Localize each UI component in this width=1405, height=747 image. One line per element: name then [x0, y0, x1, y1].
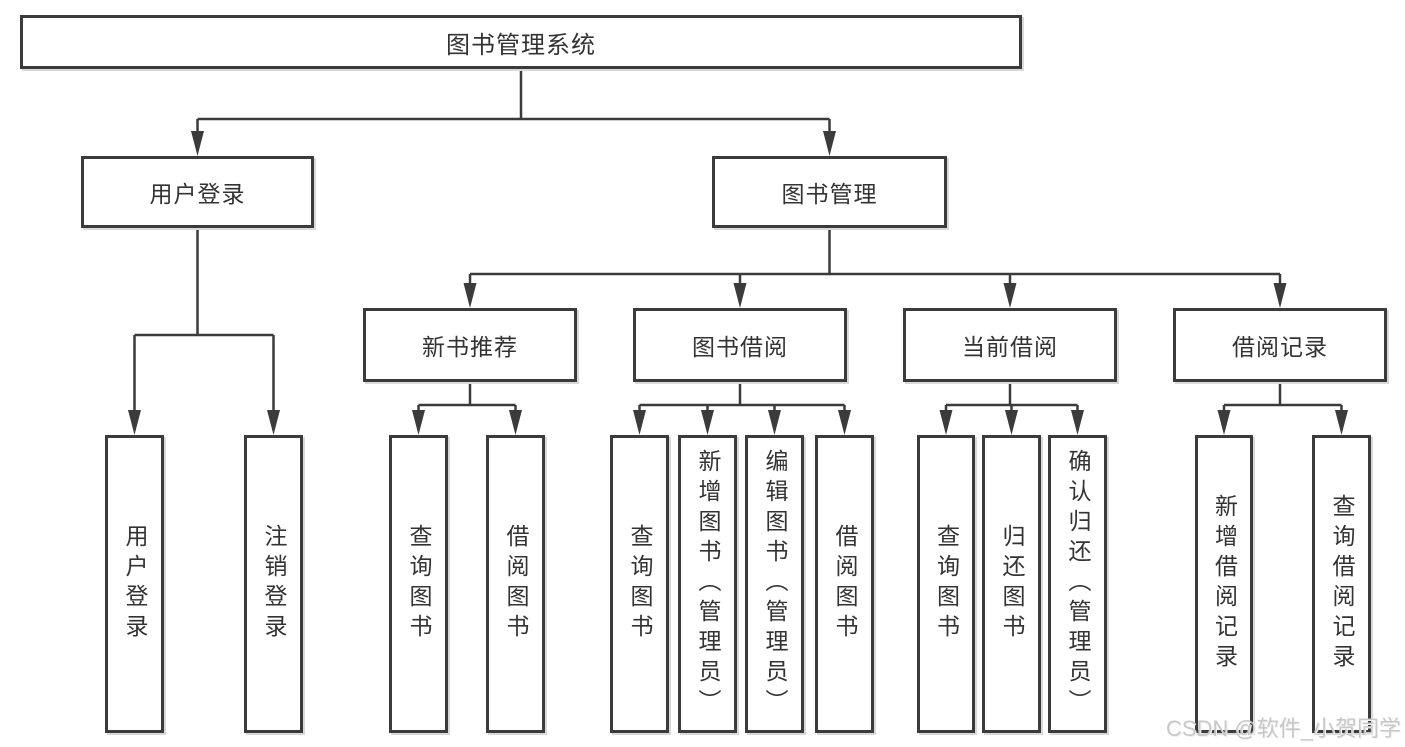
leaf-confirm-return-admin: 确认归还（管理员）: [1048, 435, 1107, 733]
leaf-logout: 注销登录: [244, 435, 303, 733]
node-root-system: 图书管理系统: [20, 15, 1022, 69]
node-root-label: 图书管理系统: [446, 31, 596, 59]
leaf-return-books-label: 归还图书: [999, 524, 1025, 644]
leaf-current-query-books: 查询图书: [917, 435, 975, 733]
leaf-current-query-books-label: 查询图书: [933, 524, 960, 644]
leaf-add-borrow-record: 新增借阅记录: [1195, 435, 1253, 733]
node-user-login: 用户登录: [81, 156, 314, 228]
leaf-borrow-query-books-label: 查询图书: [627, 524, 653, 644]
leaf-add-books-admin: 新增图书（管理员）: [678, 435, 737, 733]
leaf-logout-label: 注销登录: [261, 524, 287, 644]
leaf-borrow-books-label: 借阅图书: [832, 524, 858, 644]
arrowheads: [128, 131, 1348, 435]
leaf-recommend-borrow-books-label: 借阅图书: [503, 524, 529, 644]
leaf-confirm-return-admin-label: 确认归还（管理员）: [1065, 449, 1091, 719]
node-current-borrow: 当前借阅: [903, 308, 1117, 382]
leaf-query-borrow-record: 查询借阅记录: [1312, 435, 1371, 733]
node-new-book-recommend: 新书推荐: [363, 308, 577, 382]
node-user-login-label: 用户登录: [149, 181, 246, 207]
node-current-borrow-label: 当前借阅: [962, 334, 1058, 360]
leaf-edit-books-admin-label: 编辑图书（管理员）: [762, 449, 788, 719]
node-new-book-recommend-label: 新书推荐: [422, 334, 518, 360]
leaf-borrow-query-books: 查询图书: [610, 435, 669, 733]
leaf-edit-books-admin: 编辑图书（管理员）: [745, 435, 804, 733]
leaf-user-login-label: 用户登录: [122, 524, 148, 644]
leaf-query-borrow-record-label: 查询借阅记录: [1329, 494, 1355, 674]
leaf-recommend-borrow-books: 借阅图书: [486, 435, 545, 733]
node-borrow-records-label: 借阅记录: [1232, 334, 1328, 360]
leaf-return-books: 归还图书: [982, 435, 1041, 733]
node-book-borrow-label: 图书借阅: [692, 334, 788, 360]
node-borrow-records: 借阅记录: [1173, 308, 1387, 382]
leaf-recommend-query-books: 查询图书: [389, 435, 448, 733]
node-book-borrow: 图书借阅: [633, 308, 847, 382]
csdn-watermark: CSDN @软件_小贺同学: [1165, 716, 1401, 741]
node-book-management-label: 图书管理: [781, 181, 878, 207]
leaf-add-books-admin-label: 新增图书（管理员）: [695, 449, 721, 719]
leaf-add-borrow-record-label: 新增借阅记录: [1211, 494, 1238, 674]
node-book-management: 图书管理: [712, 156, 947, 228]
leaf-borrow-books: 借阅图书: [815, 435, 874, 733]
leaf-user-login: 用户登录: [105, 435, 164, 733]
leaf-recommend-query-books-label: 查询图书: [406, 524, 432, 644]
